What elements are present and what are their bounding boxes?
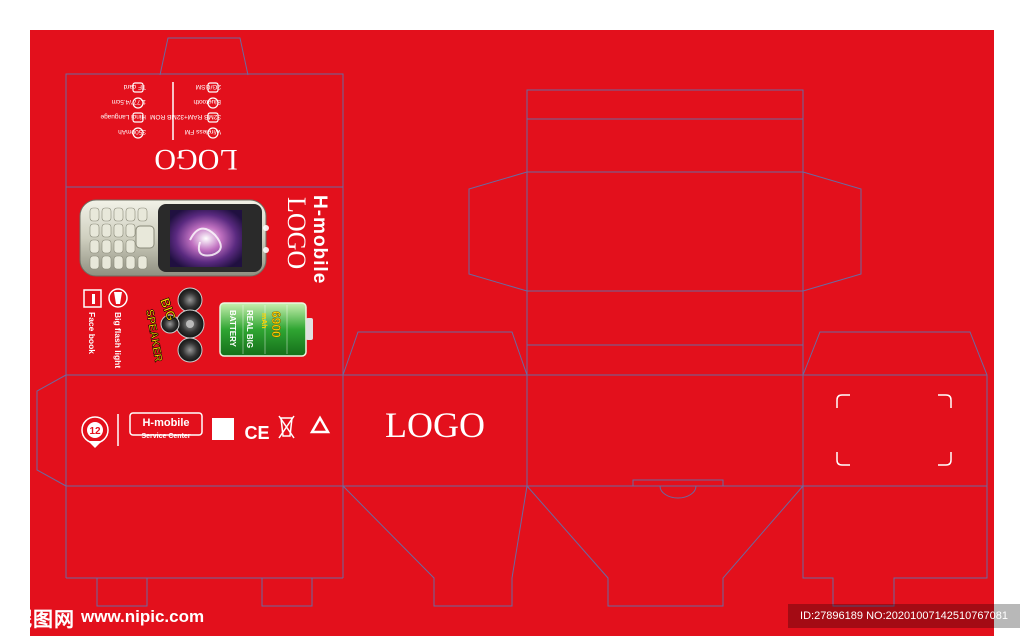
memory-icon [132,112,144,123]
front-panel: H-mobile LOGO Face book [79,195,330,368]
dieline-strokes [36,37,988,607]
site-watermark: 昵图网 www.nipic.com [12,602,204,632]
service-center-label: Service Center [141,433,190,440]
spec-right-1: 3500mAh [118,128,146,135]
watermark-site-cn: 昵图网 [12,606,75,631]
fm-radio-icon [132,127,144,139]
warranty-seal-icon: 12 [81,416,109,448]
language-icon [207,112,219,123]
battery-value: 6900 [269,311,283,338]
battery-unit: mAh [260,313,267,329]
bluetooth-icon [132,97,144,109]
battery-icon: BATTERY REAL BIG mAh 6900 [219,302,313,357]
screen-size-icon [207,97,219,109]
blank-square [212,418,234,440]
weee-bin-icon [278,415,295,439]
recycle-icon [309,415,331,434]
top-flap-logo: LOGO [154,143,237,176]
phone-led-glow [263,225,269,253]
flashlight-icon [108,288,128,308]
top-flap-print: LOGO 3500mAh Hindi Language 1.77"/4.5cm … [100,82,238,176]
feature-flash-label: Big flash light [113,312,123,368]
phone-screen-icon [170,210,242,267]
battery-spec-icon [207,127,219,139]
facebook-icon [83,289,102,308]
spec-right-2: Hindi Language [100,113,146,120]
front-brand: H-mobile [309,195,330,284]
feature-facebook-label: Face book [87,312,97,354]
ce-mark: CE [244,423,269,443]
warranty-number: 12 [89,426,101,437]
spec-left-1: Wireless FM [185,128,221,135]
side-panel: 12 H-mobile Service Center CE [81,412,331,448]
battery-line2: BATTERY [228,310,237,348]
spec-right-4: TF card [123,83,146,90]
watermark-site-url: www.nipic.com [81,607,205,626]
feature-icons: Face book Big flash light [83,288,128,368]
tf-card-icon [207,82,219,93]
service-badge [129,412,203,436]
speaker-icon [160,287,205,363]
battery-line1: REAL BIG [245,310,254,348]
spec-right-3: 1.77"/4.5cm [112,98,146,105]
service-brand: H-mobile [142,417,189,429]
spec-left-3: Bluetooth [193,98,221,105]
phone-image [79,199,269,277]
front-logo: LOGO [282,197,311,269]
window-cutout-marks [836,394,952,466]
image-id-bar: ID:27896189 NO:20201007142510767081 [788,604,1020,628]
spec-icons [132,82,219,139]
network-icon [132,82,144,93]
spec-left-2: 32MB RAM+32MB ROM [150,113,221,120]
back-logo: LOGO [385,405,485,445]
